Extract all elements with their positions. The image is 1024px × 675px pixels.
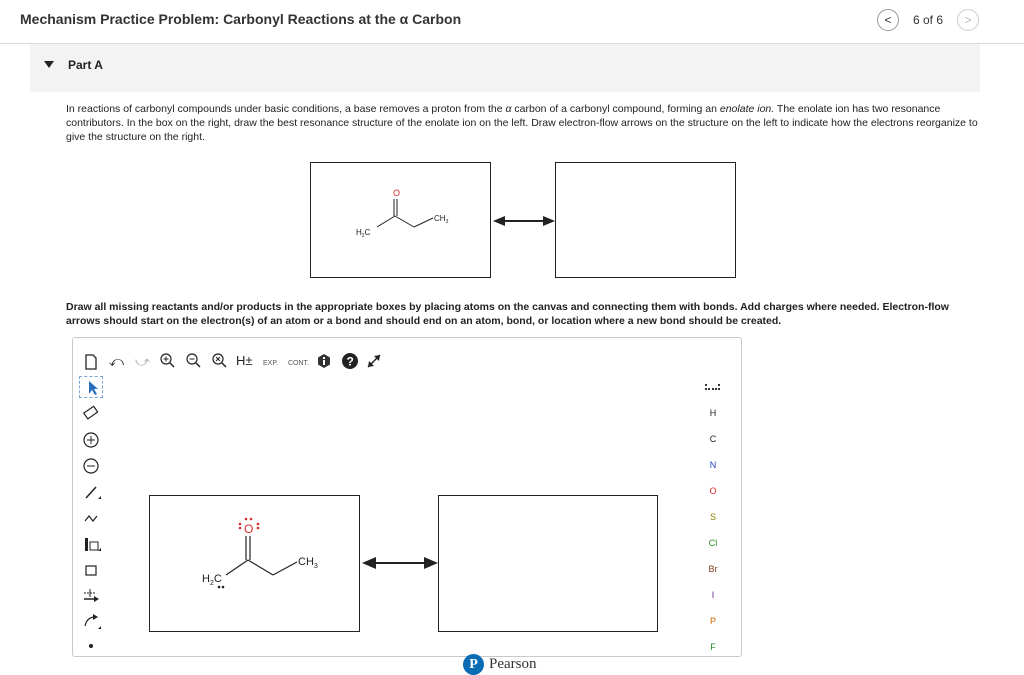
atom-h[interactable]: H <box>709 408 717 418</box>
svg-text:H2C: H2C <box>356 228 371 239</box>
reference-resonance-arrow <box>493 216 555 226</box>
chevron-right-icon: > <box>964 13 972 27</box>
undo-icon[interactable]: ⤺ <box>109 353 124 369</box>
question-text: In reactions of carbonyl compounds under… <box>66 102 986 144</box>
atom-cl[interactable]: Cl <box>708 538 718 548</box>
zoom-in-icon[interactable] <box>159 352 175 371</box>
reference-left-box: O H2C CH3 <box>310 162 491 278</box>
chevron-left-icon: < <box>884 13 892 27</box>
lone-pair-tool-icon[interactable] <box>79 638 103 655</box>
intro-text-2: carbon of a carbonyl compound, forming a… <box>511 103 720 115</box>
intro-text-1: In reactions of carbonyl compounds under… <box>66 103 506 115</box>
zoom-reset-icon[interactable] <box>211 352 227 371</box>
atom-f[interactable]: F <box>710 642 716 652</box>
enolate-sub-3: 3 <box>314 563 318 570</box>
atom-br[interactable]: Br <box>708 564 718 574</box>
pearson-logo-icon: P <box>463 654 484 675</box>
atom-o[interactable]: O <box>709 486 717 496</box>
fullscreen-icon[interactable] <box>365 352 383 373</box>
reference-h: H <box>356 228 362 237</box>
positive-charge-icon[interactable] <box>79 431 103 452</box>
canvas-left-box[interactable]: O H2C CH3 <box>149 495 360 632</box>
expand-button[interactable]: EXP. <box>263 360 279 367</box>
atom-i[interactable]: I <box>711 590 715 600</box>
help-icon[interactable]: ? <box>341 352 359 373</box>
svg-text:CH3: CH3 <box>298 556 318 570</box>
enolate-sub-2: 2 <box>210 580 214 587</box>
atom-p[interactable]: P <box>709 616 716 626</box>
reference-ch: CH <box>434 214 446 223</box>
template-tool-icon[interactable] <box>79 535 103 556</box>
pearson-logo-text: Pearson <box>489 656 537 672</box>
atom-n[interactable]: N <box>709 460 717 470</box>
zoom-out-icon[interactable] <box>185 352 201 371</box>
next-button[interactable]: > <box>957 9 979 31</box>
reference-sub-2: 2 <box>362 233 365 239</box>
alpha-symbol: α <box>505 103 512 115</box>
part-label: Part A <box>68 58 103 72</box>
select-tool-icon[interactable] <box>79 376 103 398</box>
page-title: Mechanism Practice Problem: Carbonyl Rea… <box>20 11 462 27</box>
svg-text:CH3: CH3 <box>434 214 449 225</box>
enolate-term: enolate ion. <box>719 103 775 115</box>
reference-right-box <box>555 162 736 278</box>
reaction-arrow-tool-icon[interactable] <box>79 586 103 609</box>
negative-charge-icon[interactable] <box>79 457 103 478</box>
canvas-right-box[interactable] <box>438 495 658 632</box>
drawing-editor[interactable]: ⤺ ⤻ H± EXP. CONT. ? <box>72 337 742 657</box>
atom-c[interactable]: C <box>709 434 717 444</box>
part-a-header[interactable]: Part A <box>30 44 980 92</box>
h-plus-button[interactable]: H± <box>236 353 253 368</box>
page-count: 6 of 6 <box>913 13 944 27</box>
reference-c: C <box>365 228 371 237</box>
enolate-structure[interactable]: O H2C CH3 <box>150 496 358 630</box>
collapse-triangle-icon[interactable] <box>44 61 54 68</box>
drawing-instructions: Draw all missing reactants and/or produc… <box>66 301 949 327</box>
enolate-h: H <box>202 573 210 585</box>
new-document-icon[interactable] <box>83 354 99 370</box>
enolate-oxygen-label: O <box>244 522 253 536</box>
svg-text:?: ? <box>347 355 354 369</box>
atom-s[interactable]: S <box>709 512 716 522</box>
reference-sub-3: 3 <box>446 219 449 225</box>
enolate-ch: CH <box>298 556 314 568</box>
header-bar: Mechanism Practice Problem: Carbonyl Rea… <box>0 0 1024 44</box>
reference-enolate-structure: O H2C CH3 <box>356 188 449 239</box>
canvas-resonance-arrow[interactable] <box>362 555 438 571</box>
reference-oxygen-label: O <box>393 188 400 198</box>
contract-button[interactable]: CONT. <box>288 360 309 367</box>
intro-text-3: The enolate ion has two resonance contri… <box>66 103 978 143</box>
single-bond-tool-icon[interactable] <box>79 483 103 504</box>
curved-arrow-tool-icon[interactable] <box>79 611 103 634</box>
eraser-tool-icon[interactable] <box>79 404 103 425</box>
svg-text:H2C: H2C <box>202 573 222 587</box>
chain-tool-icon[interactable] <box>79 509 103 530</box>
rectangle-tool-icon[interactable] <box>79 561 103 582</box>
enolate-c: C <box>214 573 222 585</box>
previous-button[interactable]: < <box>877 9 899 31</box>
periodic-table-icon[interactable] <box>703 382 723 396</box>
redo-icon[interactable]: ⤻ <box>135 353 150 369</box>
info-icon[interactable] <box>317 353 331 372</box>
